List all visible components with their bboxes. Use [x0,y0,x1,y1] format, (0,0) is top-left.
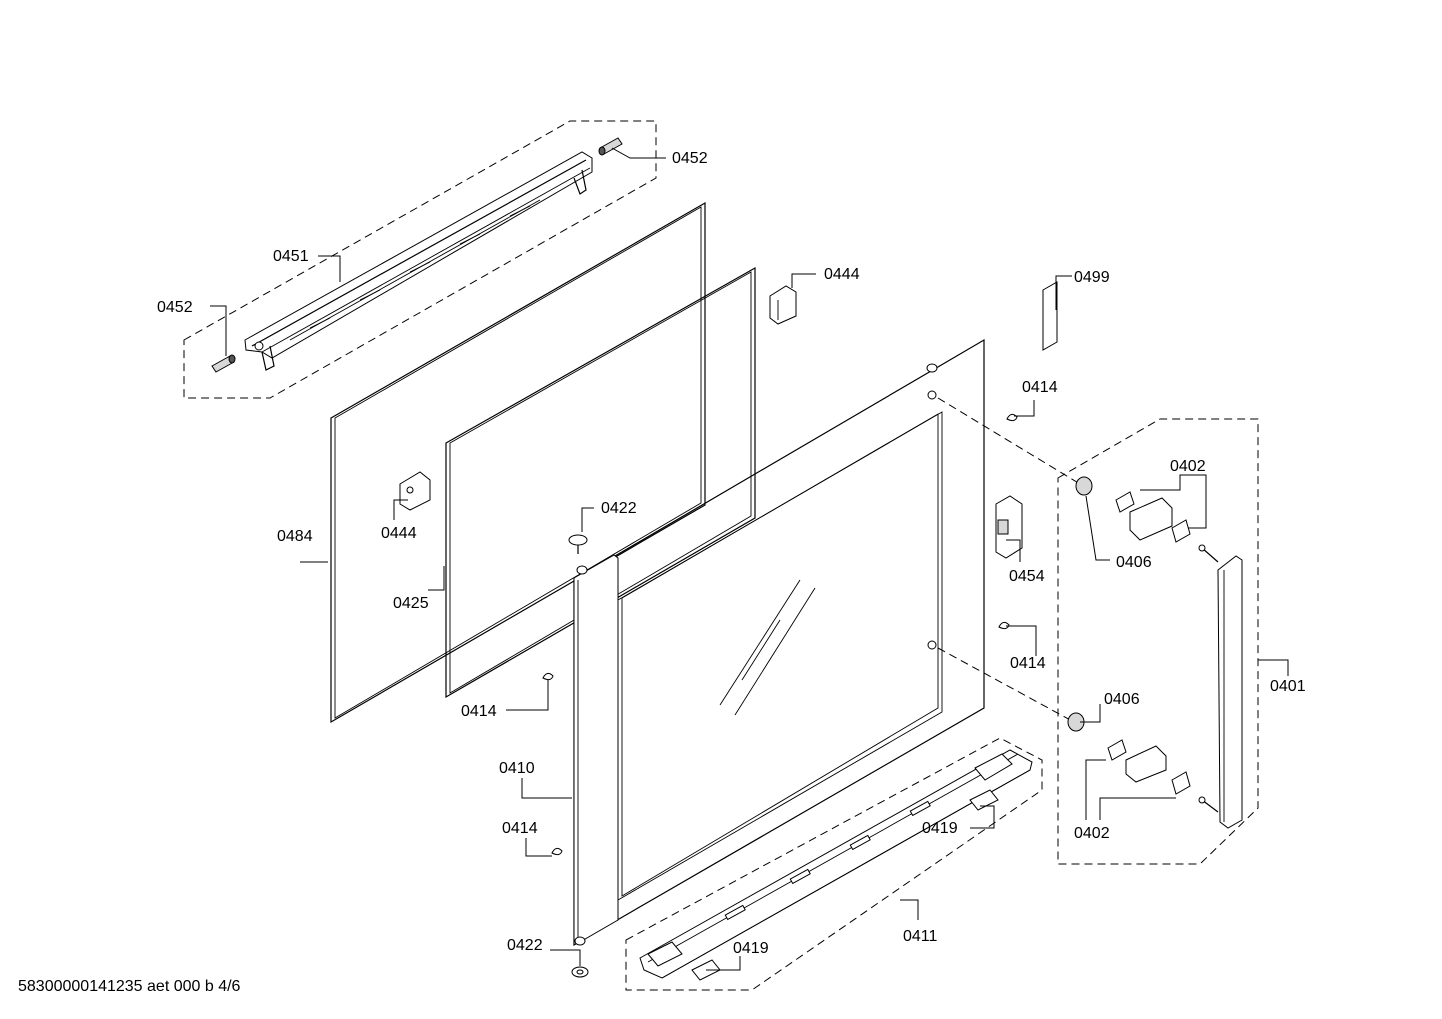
drawing-code-footer: 58300000141235 aet 000 b 4/6 [18,978,241,995]
top-trim-dashed-boundary [183,120,657,399]
trim-bar-0451 [244,151,593,371]
label-0402-top: 0402 [1170,458,1206,475]
top-trim-assembly-group [183,120,657,399]
label-0422-bottom: 0422 [507,937,543,954]
inner-glass-pane-0425 [445,266,756,699]
label-0499: 0499 [1074,269,1110,286]
alignment-line-bottom [937,647,1075,723]
bottom-trim-dashed-boundary [625,737,1043,991]
clip-0444-top [769,285,797,325]
alignment-line-top [937,397,1081,485]
label-0452-left: 0452 [157,299,193,316]
bottom-trim-assembly-0411 [625,737,1043,991]
handle-assembly-0401 [1057,418,1259,865]
washer-0422-bottom [571,966,589,978]
label-0419-bottom: 0419 [733,940,769,957]
label-0414-top: 0414 [1022,379,1058,396]
hinge-pin-0452-left [211,354,236,373]
label-0402-bottom: 0402 [1074,825,1110,842]
label-0452-top: 0452 [672,150,708,167]
label-0444-top: 0444 [824,266,860,283]
label-0401: 0401 [1270,678,1306,695]
nut-0414-top [1006,413,1018,422]
nut-0414-mid [542,672,554,681]
nut-0414-bottom [551,847,563,856]
label-0406-top: 0406 [1116,554,1152,571]
label-strip-0499 [1042,281,1058,351]
hinge-pin-0452-top [598,137,623,156]
label-0444-mid: 0444 [381,525,417,542]
label-0406-bottom: 0406 [1104,691,1140,708]
label-0410: 0410 [499,760,535,777]
bracket-0419-right [969,789,999,811]
label-0419-right: 0419 [922,820,958,837]
label-0484: 0484 [277,528,313,545]
door-frame-0410 [573,338,985,947]
hinge-block-0454 [995,495,1023,559]
clip-0444-mid [399,471,431,511]
label-0411: 0411 [903,928,938,945]
label-0414-right: 0414 [1010,655,1046,672]
nut-0414-right [998,621,1010,630]
screw-0422-top [568,534,588,554]
label-0425: 0425 [393,595,429,612]
label-0414-bottom: 0414 [502,820,538,837]
label-0454: 0454 [1009,568,1045,585]
label-0422-top: 0422 [601,500,637,517]
label-0451: 0451 [273,248,309,265]
label-0414-mid: 0414 [461,703,497,720]
handle-dashed-boundary [1057,418,1259,865]
outer-glass-pane-0484 [330,201,706,724]
leader-lines [210,147,1289,971]
spacer-0406-top [1075,476,1093,496]
